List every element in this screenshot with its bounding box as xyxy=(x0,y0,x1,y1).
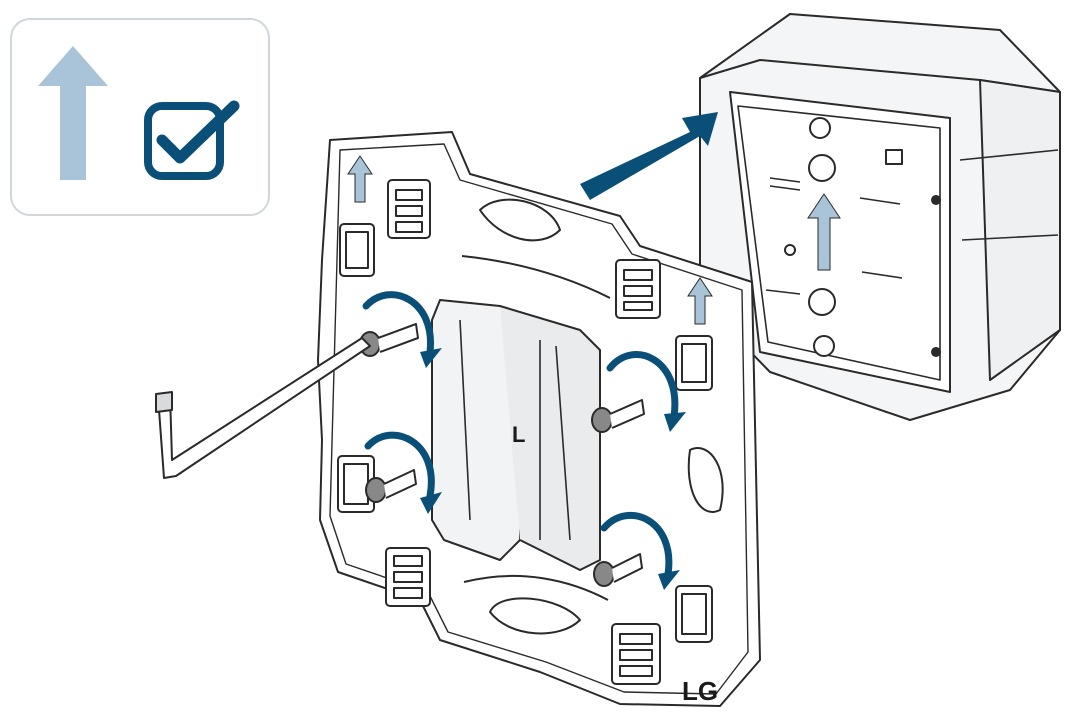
rocker-mark: L xyxy=(512,422,525,447)
badge-graphic xyxy=(38,46,240,180)
up-arrow-icon xyxy=(807,193,841,271)
screw-icon xyxy=(365,469,417,503)
checkbox-check-icon xyxy=(144,100,240,180)
rotate-arrow-icon xyxy=(600,511,680,590)
insert-arrow-icon xyxy=(580,112,718,200)
up-arrow-icon xyxy=(347,155,373,203)
rotate-arrow-icon xyxy=(362,291,442,368)
hex-key-icon xyxy=(155,337,371,479)
rotate-arrow-icon xyxy=(364,431,442,514)
orientation-badge xyxy=(10,18,270,216)
mounting-plate xyxy=(317,131,761,707)
up-arrow-icon xyxy=(38,46,108,180)
rotate-arrow-icon xyxy=(606,351,686,432)
up-arrow-icon xyxy=(687,277,713,325)
screw-icon xyxy=(593,553,643,587)
brand-mark: LG xyxy=(682,676,718,706)
wall-box xyxy=(699,13,1061,421)
screw-icon xyxy=(591,399,645,433)
